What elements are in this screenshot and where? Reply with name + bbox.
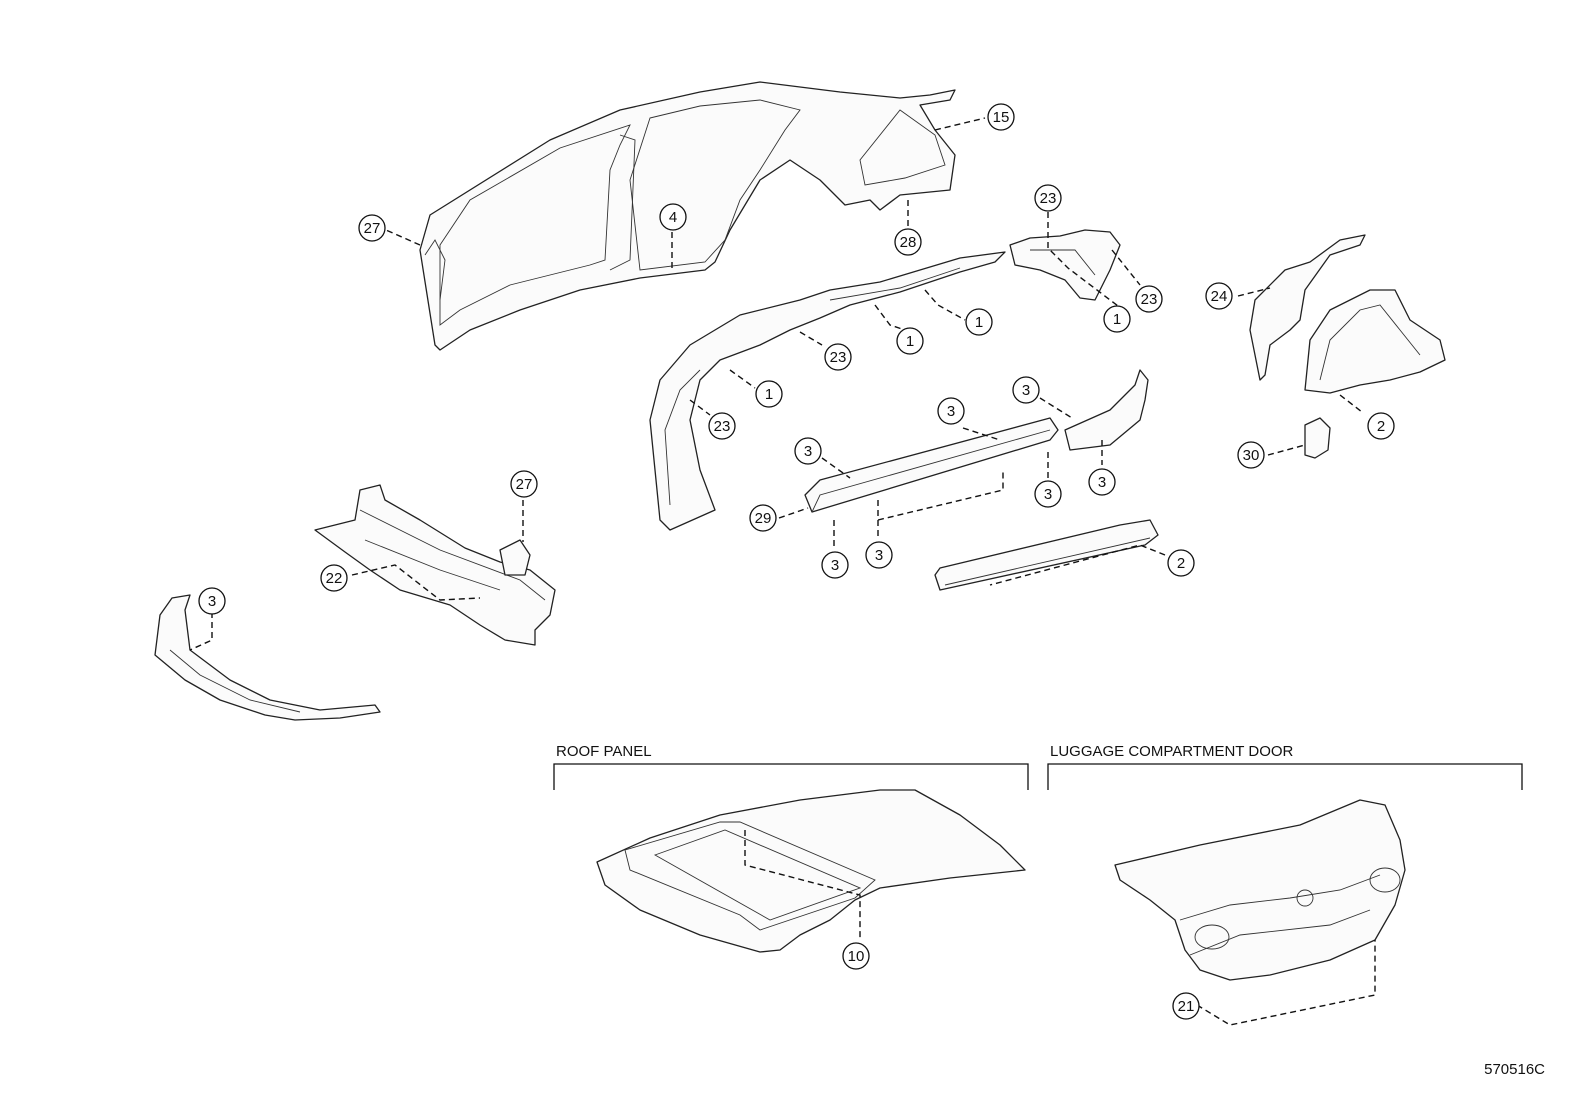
callout-1: 1 bbox=[1103, 305, 1131, 333]
callout-3: 3 bbox=[1088, 468, 1116, 496]
svg-text:3: 3 bbox=[804, 443, 812, 460]
callout-3: 3 bbox=[937, 397, 965, 425]
svg-text:23: 23 bbox=[1141, 291, 1158, 308]
callout-24: 24 bbox=[1205, 282, 1233, 310]
roof-panel bbox=[596, 789, 1026, 953]
svg-text:2: 2 bbox=[1177, 555, 1185, 572]
front-bracket bbox=[499, 539, 531, 576]
svg-text:4: 4 bbox=[669, 209, 677, 226]
leader-lines bbox=[189, 117, 1376, 1026]
callout-3: 3 bbox=[1034, 480, 1062, 508]
callout-15: 15 bbox=[987, 103, 1015, 131]
callout-23: 23 bbox=[1135, 285, 1163, 313]
svg-text:27: 27 bbox=[516, 476, 533, 493]
callout-3: 3 bbox=[821, 551, 849, 579]
svg-text:23: 23 bbox=[830, 349, 847, 366]
svg-text:21: 21 bbox=[1178, 998, 1195, 1015]
svg-text:3: 3 bbox=[1022, 382, 1030, 399]
svg-text:28: 28 bbox=[900, 234, 917, 251]
callout-23: 23 bbox=[824, 343, 852, 371]
svg-text:22: 22 bbox=[326, 570, 343, 587]
diagram-id: 570516C bbox=[1484, 1061, 1545, 1078]
floor-side-member bbox=[934, 519, 1159, 591]
roof-panel-bracket bbox=[553, 763, 1029, 790]
callout-4: 4 bbox=[659, 203, 687, 231]
svg-text:3: 3 bbox=[875, 547, 883, 564]
roof-panel-section: ROOF PANEL bbox=[553, 743, 1029, 790]
luggage-door-label: LUGGAGE COMPARTMENT DOOR bbox=[1050, 743, 1294, 760]
svg-text:29: 29 bbox=[755, 510, 772, 527]
svg-text:3: 3 bbox=[831, 557, 839, 574]
svg-text:3: 3 bbox=[208, 593, 216, 610]
callout-3: 3 bbox=[794, 437, 822, 465]
luggage-door-bracket bbox=[1047, 763, 1523, 790]
svg-text:3: 3 bbox=[1098, 474, 1106, 491]
callout-2: 2 bbox=[1167, 549, 1195, 577]
svg-text:24: 24 bbox=[1211, 288, 1228, 305]
luggage-door-section: LUGGAGE COMPARTMENT DOOR bbox=[1047, 743, 1523, 790]
callout-27: 27 bbox=[358, 214, 386, 242]
callout-23: 23 bbox=[708, 412, 736, 440]
callout-3: 3 bbox=[198, 587, 226, 615]
dash-panel bbox=[314, 484, 556, 646]
callout-27: 27 bbox=[510, 470, 538, 498]
svg-text:23: 23 bbox=[714, 418, 731, 435]
svg-text:10: 10 bbox=[848, 948, 865, 965]
svg-text:30: 30 bbox=[1243, 447, 1260, 464]
svg-text:1: 1 bbox=[975, 314, 983, 331]
callout-3: 3 bbox=[1012, 376, 1040, 404]
svg-text:3: 3 bbox=[947, 403, 955, 420]
svg-text:3: 3 bbox=[1044, 486, 1052, 503]
side-body-panel bbox=[419, 81, 956, 351]
svg-text:23: 23 bbox=[1040, 190, 1057, 207]
svg-text:2: 2 bbox=[1377, 418, 1385, 435]
svg-text:1: 1 bbox=[1113, 311, 1121, 328]
luggage-door bbox=[1114, 799, 1406, 981]
front-bumper-reinforcement bbox=[154, 594, 381, 721]
svg-text:1: 1 bbox=[765, 386, 773, 403]
rear-wheelhouse-inner bbox=[1249, 234, 1446, 459]
roof-side-inner bbox=[649, 251, 1006, 531]
callout-29: 29 bbox=[749, 504, 777, 532]
roof-panel-label: ROOF PANEL bbox=[556, 743, 652, 760]
callout-28: 28 bbox=[894, 228, 922, 256]
callout-1: 1 bbox=[896, 327, 924, 355]
callout-21: 21 bbox=[1172, 992, 1200, 1020]
callout-23: 23 bbox=[1034, 184, 1062, 212]
callout-2: 2 bbox=[1367, 412, 1395, 440]
callout-3: 3 bbox=[865, 541, 893, 569]
svg-text:1: 1 bbox=[906, 333, 914, 350]
rocker-panel bbox=[804, 369, 1149, 513]
callout-10: 10 bbox=[842, 942, 870, 970]
callout-1: 1 bbox=[965, 308, 993, 336]
callout-22: 22 bbox=[320, 564, 348, 592]
svg-text:15: 15 bbox=[993, 109, 1010, 126]
svg-text:27: 27 bbox=[364, 220, 381, 237]
callout-1: 1 bbox=[755, 380, 783, 408]
callout-30: 30 bbox=[1237, 441, 1265, 469]
